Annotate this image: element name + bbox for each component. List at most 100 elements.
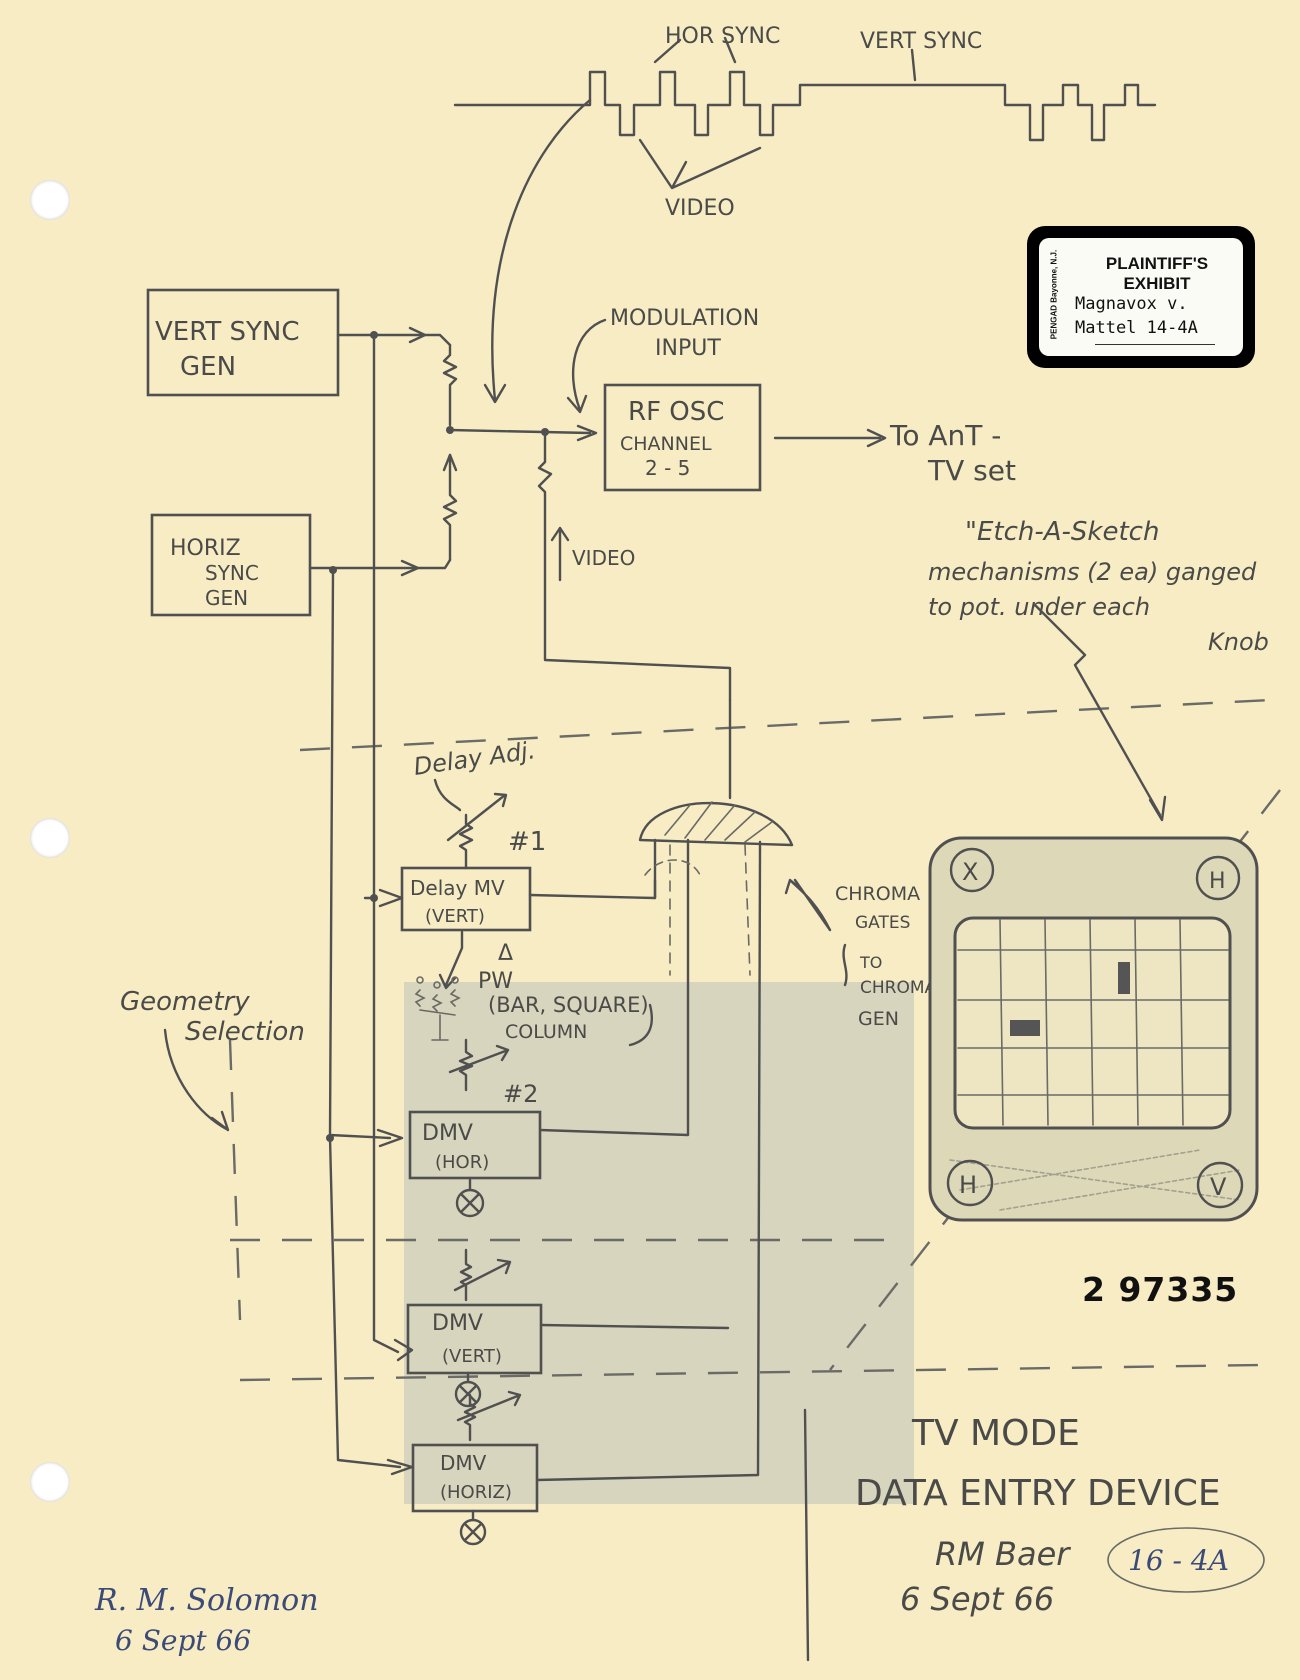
geometry-label: Geometry — [120, 987, 250, 1017]
bar-square-line1: (BAR, SQUARE) — [488, 993, 649, 1017]
bus-lines — [326, 333, 414, 1476]
dmv-vert-output — [539, 1323, 730, 1330]
signature-date: 6 Sept 66 — [115, 1624, 251, 1657]
exhibit-case: Magnavox v. — [1075, 294, 1188, 314]
dmv-horiz-line2: (HORIZ) — [440, 1482, 512, 1503]
chroma-label-5: GEN — [858, 1008, 899, 1030]
pw-label: PW — [478, 969, 513, 994]
footer-title-1: TV MODE — [911, 1413, 1080, 1454]
shaded-region — [404, 982, 914, 1504]
horiz-sync-gen-line3: GEN — [205, 586, 248, 610]
knob-h-top-label: H — [1209, 869, 1226, 894]
bar-square-line2: COLUMN — [505, 1021, 587, 1043]
video-wave-label: VIDEO — [665, 196, 735, 221]
punch-hole — [30, 180, 70, 220]
exhibit-case-number: Mattel 14-4A — [1075, 318, 1198, 338]
video-line-label: VIDEO — [572, 546, 635, 570]
etch-lightning-arrow — [1033, 603, 1162, 817]
dmv-vert-line2: (VERT) — [442, 1346, 502, 1367]
geometry-arrow — [163, 1028, 230, 1132]
knob-h-top — [1195, 855, 1241, 901]
chroma-label-2: GATES — [855, 913, 910, 933]
hor-sync-label: HOR SYNC — [665, 24, 780, 49]
vert-sync-gen-line1: VERT SYNC — [155, 317, 300, 347]
horiz-sync-gen-line1: HORIZ — [170, 536, 241, 561]
dmv-horiz-output — [535, 848, 762, 1482]
knob-v — [1196, 1161, 1244, 1209]
rf-osc-line3: 2 - 5 — [645, 456, 690, 480]
footer-date: 6 Sept 66 — [900, 1580, 1054, 1618]
serial-number: 2 97335 — [1082, 1270, 1239, 1309]
lamp-icon — [454, 1371, 482, 1408]
dmv-hor-output — [538, 848, 690, 1137]
rf-osc-line2: CHANNEL — [620, 433, 712, 455]
pot-2 — [448, 1038, 510, 1092]
page-tag-oval — [1107, 1527, 1265, 1593]
dmv-horiz-line1: DMV — [440, 1451, 487, 1475]
combining-gate — [638, 698, 794, 976]
knob-x — [949, 847, 995, 893]
tv-data-entry-device — [928, 836, 1259, 1222]
modulation-input-line2: INPUT — [655, 336, 721, 361]
exhibit-title: PLAINTIFF'S EXHIBIT — [1105, 254, 1209, 293]
waveform-arrow — [491, 98, 592, 402]
geometry-switch — [414, 976, 461, 1041]
knob-x-label: X — [962, 858, 978, 886]
vert-sync-gen-line2: GEN — [180, 352, 236, 382]
delay-mv-line1: Delay MV — [410, 876, 505, 900]
dmv-vert-line1: DMV — [432, 1311, 483, 1336]
exhibit-rule — [1095, 344, 1215, 345]
delay-adj-arrow — [433, 778, 462, 812]
horiz-sync-gen-block — [150, 513, 312, 617]
knob-h-bottom-label: H — [959, 1171, 977, 1199]
modulation-input-line1: MODULATION — [610, 306, 759, 331]
vert-sync-gen-block — [146, 288, 340, 397]
pot-3 — [453, 1248, 512, 1302]
chroma-brace — [842, 943, 848, 987]
footer-divider — [803, 1408, 810, 1662]
mixing-network — [308, 326, 732, 702]
pot-1 — [446, 792, 508, 870]
dmv-hor-line1: DMV — [422, 1121, 473, 1146]
modulation-arrow — [572, 318, 607, 412]
vert-sync-label: VERT SYNC — [860, 29, 982, 54]
chroma-label-3: TO — [859, 953, 882, 972]
rf-osc-block — [603, 383, 762, 492]
page-tag: 16 - 4A — [1128, 1544, 1229, 1577]
delta-label: Δ — [498, 941, 513, 966]
rf-osc-line1: RF OSC — [628, 397, 724, 427]
etch-note-line2: mechanisms (2 ea) ganged — [928, 558, 1257, 586]
chroma-label-1: CHROMA — [835, 883, 920, 905]
exhibit-sticker: PENGAD Bayonne, N.J. PLAINTIFF'S EXHIBIT… — [1027, 226, 1255, 368]
cursor-square — [1010, 1020, 1040, 1036]
etch-note-line1: "Etch-A-Sketch — [965, 517, 1159, 547]
sync-waveform — [453, 36, 1157, 190]
etch-note-line3: to pot. under each — [928, 593, 1150, 621]
to-ant-line1: To AnT - — [889, 419, 1001, 452]
chroma-label-4: CHROMA — [860, 978, 937, 998]
knob-h-bottom — [946, 1159, 994, 1207]
pot-1-label: #1 — [508, 827, 546, 857]
knob-v-label: V — [1210, 1173, 1227, 1201]
etch-note-line4: Knob — [1208, 628, 1269, 656]
horiz-sync-gen-line2: SYNC — [205, 561, 259, 585]
bar-square-paren — [628, 1003, 653, 1047]
footer-title-2: DATA ENTRY DEVICE — [855, 1473, 1221, 1514]
punch-hole — [30, 1462, 70, 1502]
delay-mv-line2: (VERT) — [425, 906, 485, 927]
selection-label: Selection — [185, 1017, 305, 1047]
delay-mv-output — [528, 878, 657, 900]
signature-name: R. M. Solomon — [94, 1583, 319, 1618]
lamp-icon — [459, 1509, 487, 1546]
dmv-vert-block — [406, 1303, 543, 1375]
dmv-horiz-block — [411, 1443, 539, 1513]
pot-4 — [456, 1390, 522, 1442]
punch-hole — [30, 818, 70, 858]
pot-2-label: #2 — [503, 1080, 538, 1108]
lamp-icon — [455, 1176, 485, 1218]
dmv-hor-block — [408, 1110, 542, 1180]
dmv-hor-line2: (HOR) — [435, 1152, 489, 1173]
chroma-arrow — [784, 878, 832, 932]
